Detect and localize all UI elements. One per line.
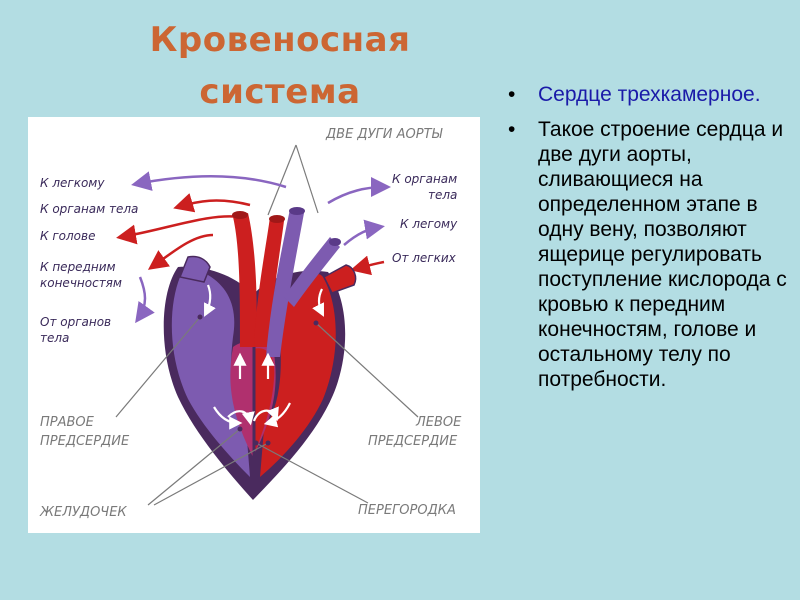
bullet-item: • Сердце трехкамерное. [508, 82, 788, 107]
internal-flow-arrows [204, 284, 324, 430]
bullet-list: • Сердце трехкамерное. • Такое строение … [508, 82, 788, 402]
label-left-atrium-1: ЛЕВОЕ [416, 415, 462, 430]
label-from-lungs: От легких [392, 251, 456, 265]
bullet-text: Такое строение сердца и две дуги аорты, … [538, 118, 787, 391]
bullet-item: • Такое строение сердца и две дуги аорты… [508, 117, 788, 392]
label-to-forelimbs-1: К передним [40, 260, 116, 274]
label-right-atrium-2: ПРЕДСЕРДИЕ [40, 434, 130, 449]
label-septum: ПЕРЕГОРОДКА [358, 503, 456, 518]
label-to-forelimbs-2: конечностям [40, 276, 122, 290]
vessels [178, 207, 357, 357]
arch-pointer-lines [267, 144, 319, 216]
label-from-body-2: тела [40, 331, 70, 345]
title-line-1: Кровеносная [149, 20, 411, 60]
label-two-arches: ДВЕ ДУГИ АОРТЫ [326, 127, 443, 142]
label-to-head: К голове [40, 229, 96, 243]
chamber-pointer-lines [115, 314, 419, 506]
heart-diagram: ДВЕ ДУГИ АОРТЫ К легкому К органам тела … [28, 117, 480, 533]
label-to-organs-right-1: К органам [392, 172, 458, 186]
label-left-atrium-2: ПРЕДСЕРДИЕ [368, 434, 458, 449]
label-to-lung-right: К легому [400, 217, 458, 231]
label-to-lung-left: К легкому [40, 176, 105, 190]
heart-illustration [115, 144, 419, 506]
label-right-atrium-1: ПРАВОЕ [40, 415, 94, 430]
title-line-2: система [199, 72, 361, 112]
bullet-marker: • [508, 118, 516, 141]
label-ventricle: ЖЕЛУДОЧЕК [40, 505, 127, 520]
flow-arrows-right [327, 177, 391, 276]
flow-arrows-left [116, 171, 287, 324]
slide-title: Кровеносная система [80, 14, 480, 118]
label-from-body-1: От органов [40, 315, 112, 329]
bullet-marker: • [508, 83, 516, 106]
bullet-text: Сердце трехкамерное. [538, 83, 761, 106]
label-to-organs-right-2: тела [428, 188, 458, 202]
label-to-body-organs: К органам тела [40, 202, 139, 216]
